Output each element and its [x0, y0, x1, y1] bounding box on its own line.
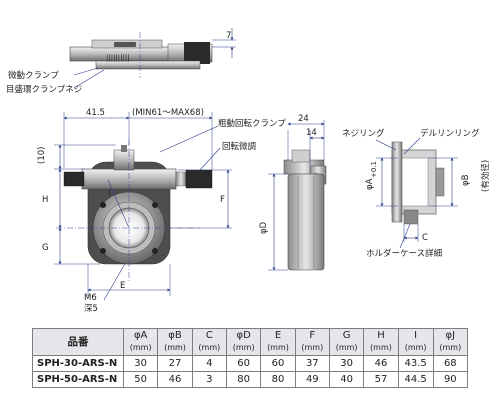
table-cell: 46 [363, 355, 399, 372]
header-cell-phiA: φA(mm) [122, 328, 159, 356]
front-view: 41.5 (MIN61～MAX68) (10) H G F I E M6 深5 … [37, 108, 286, 314]
dim-phiD-label: φD [259, 221, 269, 234]
dim-E-label: E [120, 281, 125, 291]
table-cell: 57 [363, 371, 399, 388]
phiB-note-label: (有効径) [480, 160, 491, 192]
table-cell: 30 [328, 355, 365, 372]
table-cell: 4 [191, 355, 227, 372]
coarse-clamp-label: 粗動回転クランプ [218, 118, 286, 129]
table-cell: 60 [260, 355, 296, 372]
header-cell-phiD: φD(mm) [225, 328, 262, 356]
table-cell: 80 [260, 371, 296, 388]
table-cell: 40 [328, 371, 365, 388]
dim-C-label: C [422, 233, 428, 243]
depth-label: 深5 [84, 304, 98, 314]
side-view: 24 14 φD [259, 114, 327, 271]
min-max-label: (MIN61～MAX68) [132, 108, 204, 118]
table-cell: 27 [157, 355, 193, 372]
dim-H-label: H [42, 195, 48, 205]
header-cell-H: H(mm) [363, 328, 399, 356]
holder-detail-view: φA +0.1 φB (有効径) C ネジリング デルリンリング ホルダーケース… [342, 128, 491, 259]
table-cell: 43.5 [397, 355, 434, 372]
phiB-label: φB [461, 174, 471, 186]
m6-label: M6 [84, 293, 97, 303]
dim-14-label: 14 [306, 128, 317, 138]
table-cell: 37 [294, 355, 330, 372]
spec-table: 品番 φA(mm) φB(mm) C(mm) φD(mm) E(mm) F(mm… [32, 328, 469, 388]
holder-detail-label: ホルダーケース詳細 [366, 248, 442, 259]
header-cell-phiJ: φJ(mm) [432, 328, 469, 356]
header-cell-I: I(mm) [397, 328, 434, 356]
knob-graduation: |||||||||| [106, 54, 130, 62]
table-cell: 60 [225, 355, 262, 372]
spec-table-header: 品番 φA(mm) φB(mm) C(mm) φD(mm) E(mm) F(mm… [32, 328, 469, 356]
header-cell-C: C(mm) [191, 328, 227, 356]
phiA-label: φA [365, 178, 375, 190]
table-cell: 49 [294, 371, 330, 388]
dim-G-label: G [42, 243, 49, 253]
table-cell-model: SPH-50-ARS-N [32, 371, 124, 388]
table-cell: 90 [432, 371, 469, 388]
dim-7-label: 7 [226, 31, 231, 41]
dim-41-5-label: 41.5 [86, 108, 105, 118]
dim-I-label: I [108, 189, 111, 199]
dim-24-label: 24 [298, 114, 309, 124]
table-cell: 80 [225, 371, 262, 388]
header-cell-phiB: φB(mm) [157, 328, 193, 356]
top-view: |||||||||| 7 微動クランプ 目盛環クランプネジ [6, 28, 236, 95]
header-cell-G: G(mm) [328, 328, 365, 356]
table-cell: 44.5 [397, 371, 434, 388]
phiA-tol-sup: +0.1 [370, 161, 378, 178]
fine-clamp-label: 微動クランプ [8, 70, 59, 81]
table-cell: 3 [191, 371, 227, 388]
header-cell-F: F(mm) [294, 328, 330, 356]
technical-drawing: |||||||||| 7 微動クランプ 目盛環クランプネジ 41.5 [6, 28, 491, 314]
table-cell: 30 [122, 355, 159, 372]
delrin-ring-label: デルリンリング [420, 128, 480, 139]
table-cell: 50 [122, 371, 159, 388]
table-row: SPH-50-ARS-N 50 46 3 80 80 49 40 57 44.5… [32, 371, 469, 388]
header-cell-E: E(mm) [260, 328, 296, 356]
dim-F-label: F [220, 195, 225, 205]
screw-ring-label: ネジリング [342, 128, 385, 139]
scale-ring-screw-label: 目盛環クランプネジ [6, 84, 82, 95]
table-row: SPH-30-ARS-N 30 27 4 60 60 37 30 46 43.5… [32, 355, 469, 372]
table-cell-model: SPH-30-ARS-N [32, 355, 124, 372]
table-cell: 46 [157, 371, 193, 388]
fine-adjust-label: 回転微調 [222, 141, 256, 152]
header-cell-model: 品番 [32, 328, 124, 356]
dim-10-label: (10) [37, 147, 47, 164]
table-cell: 68 [432, 355, 469, 372]
